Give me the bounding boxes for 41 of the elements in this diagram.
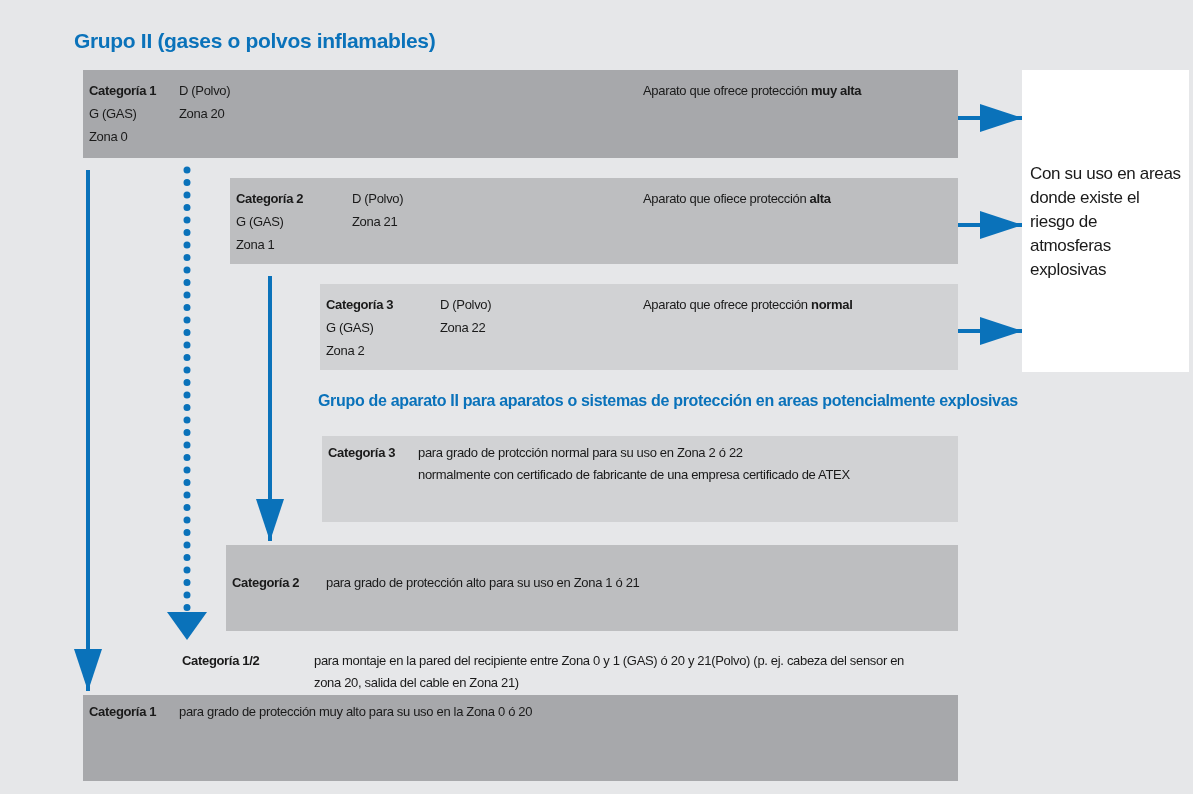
- gas-label: G (GAS): [326, 319, 374, 337]
- protection-description: Aparato que ofrece protección normal: [643, 296, 853, 314]
- zone-label: Zona 0: [89, 128, 128, 146]
- arrow: [958, 211, 1023, 239]
- category-heading: Categoría 3: [328, 444, 396, 462]
- zone-label: Zona 1: [236, 236, 275, 254]
- zone-label: Zona 20: [179, 105, 225, 123]
- dust-label: D (Polvo): [179, 82, 231, 100]
- category-description: normalmente con certificado de fabricante de una empresa certificado de ATEX: [418, 466, 851, 484]
- category-heading: Categoría 1: [89, 703, 157, 721]
- category-description: para grado de protección alto para su uso en Zona 1 ó 21: [326, 574, 641, 592]
- zone-label: Zona 21: [352, 213, 398, 231]
- usage-description: Con su uso en areas donde existe el riesgo de atmosferas explosivas: [1030, 163, 1181, 281]
- zone-label: Zona 22: [440, 319, 486, 337]
- category-box: [83, 695, 958, 781]
- category-box: [320, 284, 958, 370]
- dust-label: D (Polvo): [440, 296, 492, 314]
- info-box: [1022, 70, 1189, 372]
- category-heading: Categoría 2: [236, 190, 304, 208]
- category-heading: Categoría 1/2: [182, 652, 260, 670]
- category-box: [230, 178, 958, 264]
- category-description: para grado de protección muy alto para su uso en la Zona 0 ó 20: [179, 703, 534, 721]
- category-description: para montaje en la pared del recipiente entre Zona 0 y 1 (GAS) ó 20 y 21(Polvo) (p. ej. cabeza del sensor en zona 20, salida del cable en Zona 21): [314, 652, 905, 692]
- category-heading: Categoría 1: [89, 82, 157, 100]
- protection-description: Aparato que ofrece protección muy alta: [643, 82, 862, 100]
- category-heading: Categoría 3: [326, 296, 394, 314]
- section-heading: Grupo de aparato II para aparatos o sistemas de protección en areas potencialmente explosivas: [318, 391, 1019, 411]
- zone-label: Zona 2: [326, 342, 365, 360]
- arrow: [958, 317, 1023, 345]
- category-box: [83, 70, 958, 158]
- protection-description: Aparato que ofiece protección alta: [643, 190, 831, 208]
- gas-label: G (GAS): [89, 105, 137, 123]
- arrow: [256, 276, 284, 542]
- arrow: [958, 104, 1023, 132]
- dust-label: D (Polvo): [352, 190, 404, 208]
- category-box: [226, 545, 958, 631]
- diagram-title: Grupo II (gases o polvos inflamables): [74, 30, 436, 52]
- category-heading: Categoría 2: [232, 574, 300, 592]
- arrow: [74, 170, 102, 692]
- gas-label: G (GAS): [236, 213, 284, 231]
- category-description: para grado de protcción normal para su uso en Zona 2 ó 22: [418, 444, 744, 462]
